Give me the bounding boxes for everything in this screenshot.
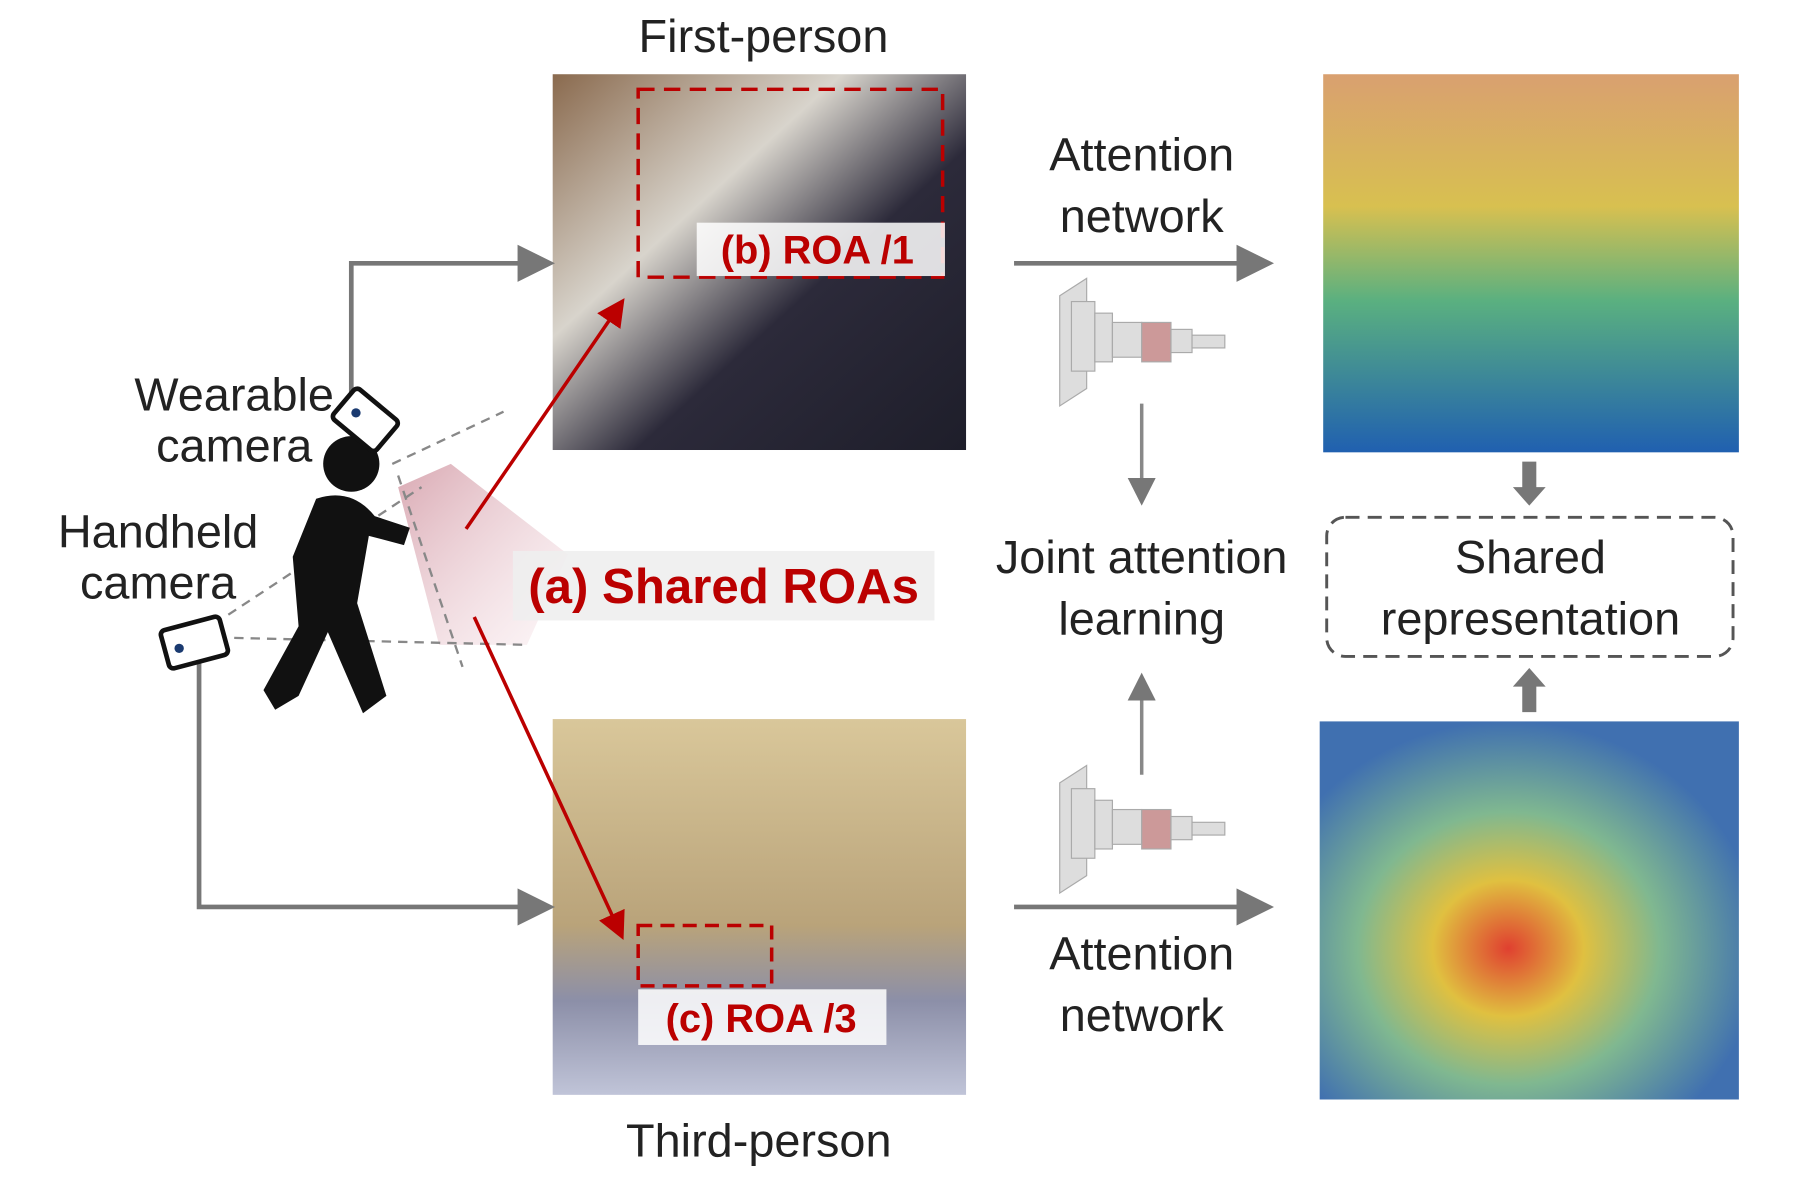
first-person-attention-map <box>1323 74 1739 453</box>
network-icon-top <box>1059 277 1226 408</box>
handheld-line1: Handheld <box>58 506 259 558</box>
attention-bottom-line2: network <box>1060 989 1225 1041</box>
attention-top-line2: network <box>1060 190 1225 242</box>
roa-to-third-arrow <box>472 616 625 940</box>
shared-line2: representation <box>1381 593 1680 645</box>
wearable-to-first-arrow <box>348 244 556 395</box>
third-person-attention-map <box>1319 721 1739 1100</box>
wearable-camera-icon <box>330 386 401 454</box>
roa-c-label: (c) ROA /3 <box>666 997 857 1041</box>
roa-c-box <box>636 923 774 988</box>
attention-bottom-line1: Attention <box>1049 928 1234 980</box>
wearable-line1: Wearable <box>134 369 334 421</box>
shared-representation-box <box>1325 515 1735 658</box>
handheld-to-third-arrow <box>196 661 556 926</box>
down-arrow-shared <box>1512 461 1546 506</box>
handheld-line2: camera <box>80 557 236 609</box>
network-icon-bottom <box>1059 764 1226 895</box>
joint-attention-line2: learning <box>1058 593 1225 645</box>
first-person-label: First-person <box>639 10 889 62</box>
attention-top-line1: Attention <box>1049 129 1234 181</box>
roa-to-first-arrow <box>464 298 625 530</box>
roa-b-box <box>636 87 945 279</box>
joint-attention-line1: Joint attention <box>996 531 1288 583</box>
wearable-line2: camera <box>156 420 312 472</box>
handheld-camera-icon <box>158 614 231 671</box>
shared-line1: Shared <box>1455 531 1606 583</box>
roa-b-label: (b) ROA /1 <box>721 228 914 272</box>
up-arrow-shared <box>1512 668 1546 713</box>
person-icon <box>263 436 410 714</box>
shared-roas-label: (a) Shared ROAs <box>528 560 919 614</box>
third-person-label: Third-person <box>626 1115 891 1167</box>
